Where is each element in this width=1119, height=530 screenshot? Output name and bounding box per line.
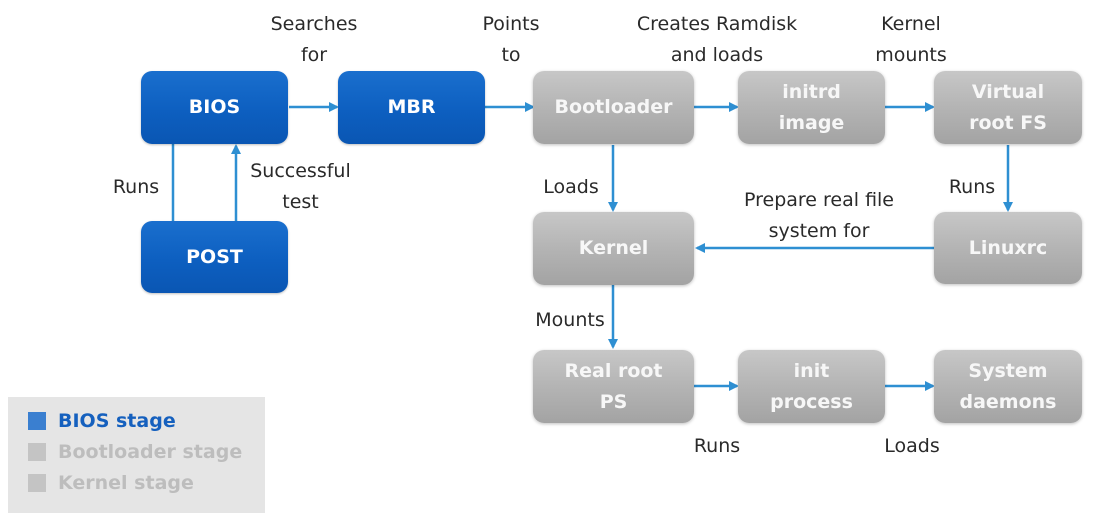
real-root-node: Real root PS [533, 350, 694, 423]
edge-label-creates-ramdisk: Creates Ramdisk and loads [636, 13, 798, 66]
linuxrc-node: Linuxrc [934, 212, 1082, 284]
init-process-node: init process [738, 350, 885, 423]
initrd-image-node: initrd image [738, 71, 885, 144]
legend-item-bootloader-stage: Bootloader stage [28, 441, 242, 463]
edge-label-searches-for: Searches for [270, 13, 358, 66]
virtual-root-fs-node: Virtual root FS [934, 71, 1082, 144]
bootloader-node: Bootloader [533, 71, 694, 144]
legend-label-bios: BIOS stage [58, 410, 176, 432]
legend-label-kernel: Kernel stage [58, 472, 194, 494]
mbr-node: MBR [338, 71, 485, 144]
post-node: POST [141, 221, 288, 293]
edge-label-prepare-real-fs: Prepare real file system for [743, 189, 894, 242]
legend: BIOS stage Bootloader stage Kernel stage [8, 397, 265, 513]
edge-label-mounts: Mounts [535, 309, 605, 331]
bios-node: BIOS [141, 71, 288, 144]
legend-swatch-kernel [28, 474, 46, 492]
legend-swatch-bios [28, 412, 46, 430]
edge-label-runs-init: Runs [693, 435, 741, 457]
legend-item-kernel-stage: Kernel stage [28, 472, 194, 494]
legend-label-bootloader: Bootloader stage [58, 441, 243, 463]
legend-item-bios-stage: BIOS stage [28, 410, 176, 432]
edge-label-kernel-mounts: Kernel mounts [875, 13, 947, 66]
legend-swatch-bootloader [28, 443, 46, 461]
edge-label-successful-test: Successful test [250, 160, 351, 213]
edge-label-runs-post: Runs [112, 176, 160, 198]
edge-label-loads-daemons: Loads [884, 435, 940, 457]
system-daemons-node: System daemons [934, 350, 1082, 423]
kernel-node: Kernel [533, 212, 694, 285]
edge-label-loads-kernel: Loads [543, 176, 599, 198]
edge-label-runs-linuxrc: Runs [948, 176, 996, 198]
edge-label-points-to: Points to [482, 13, 540, 66]
